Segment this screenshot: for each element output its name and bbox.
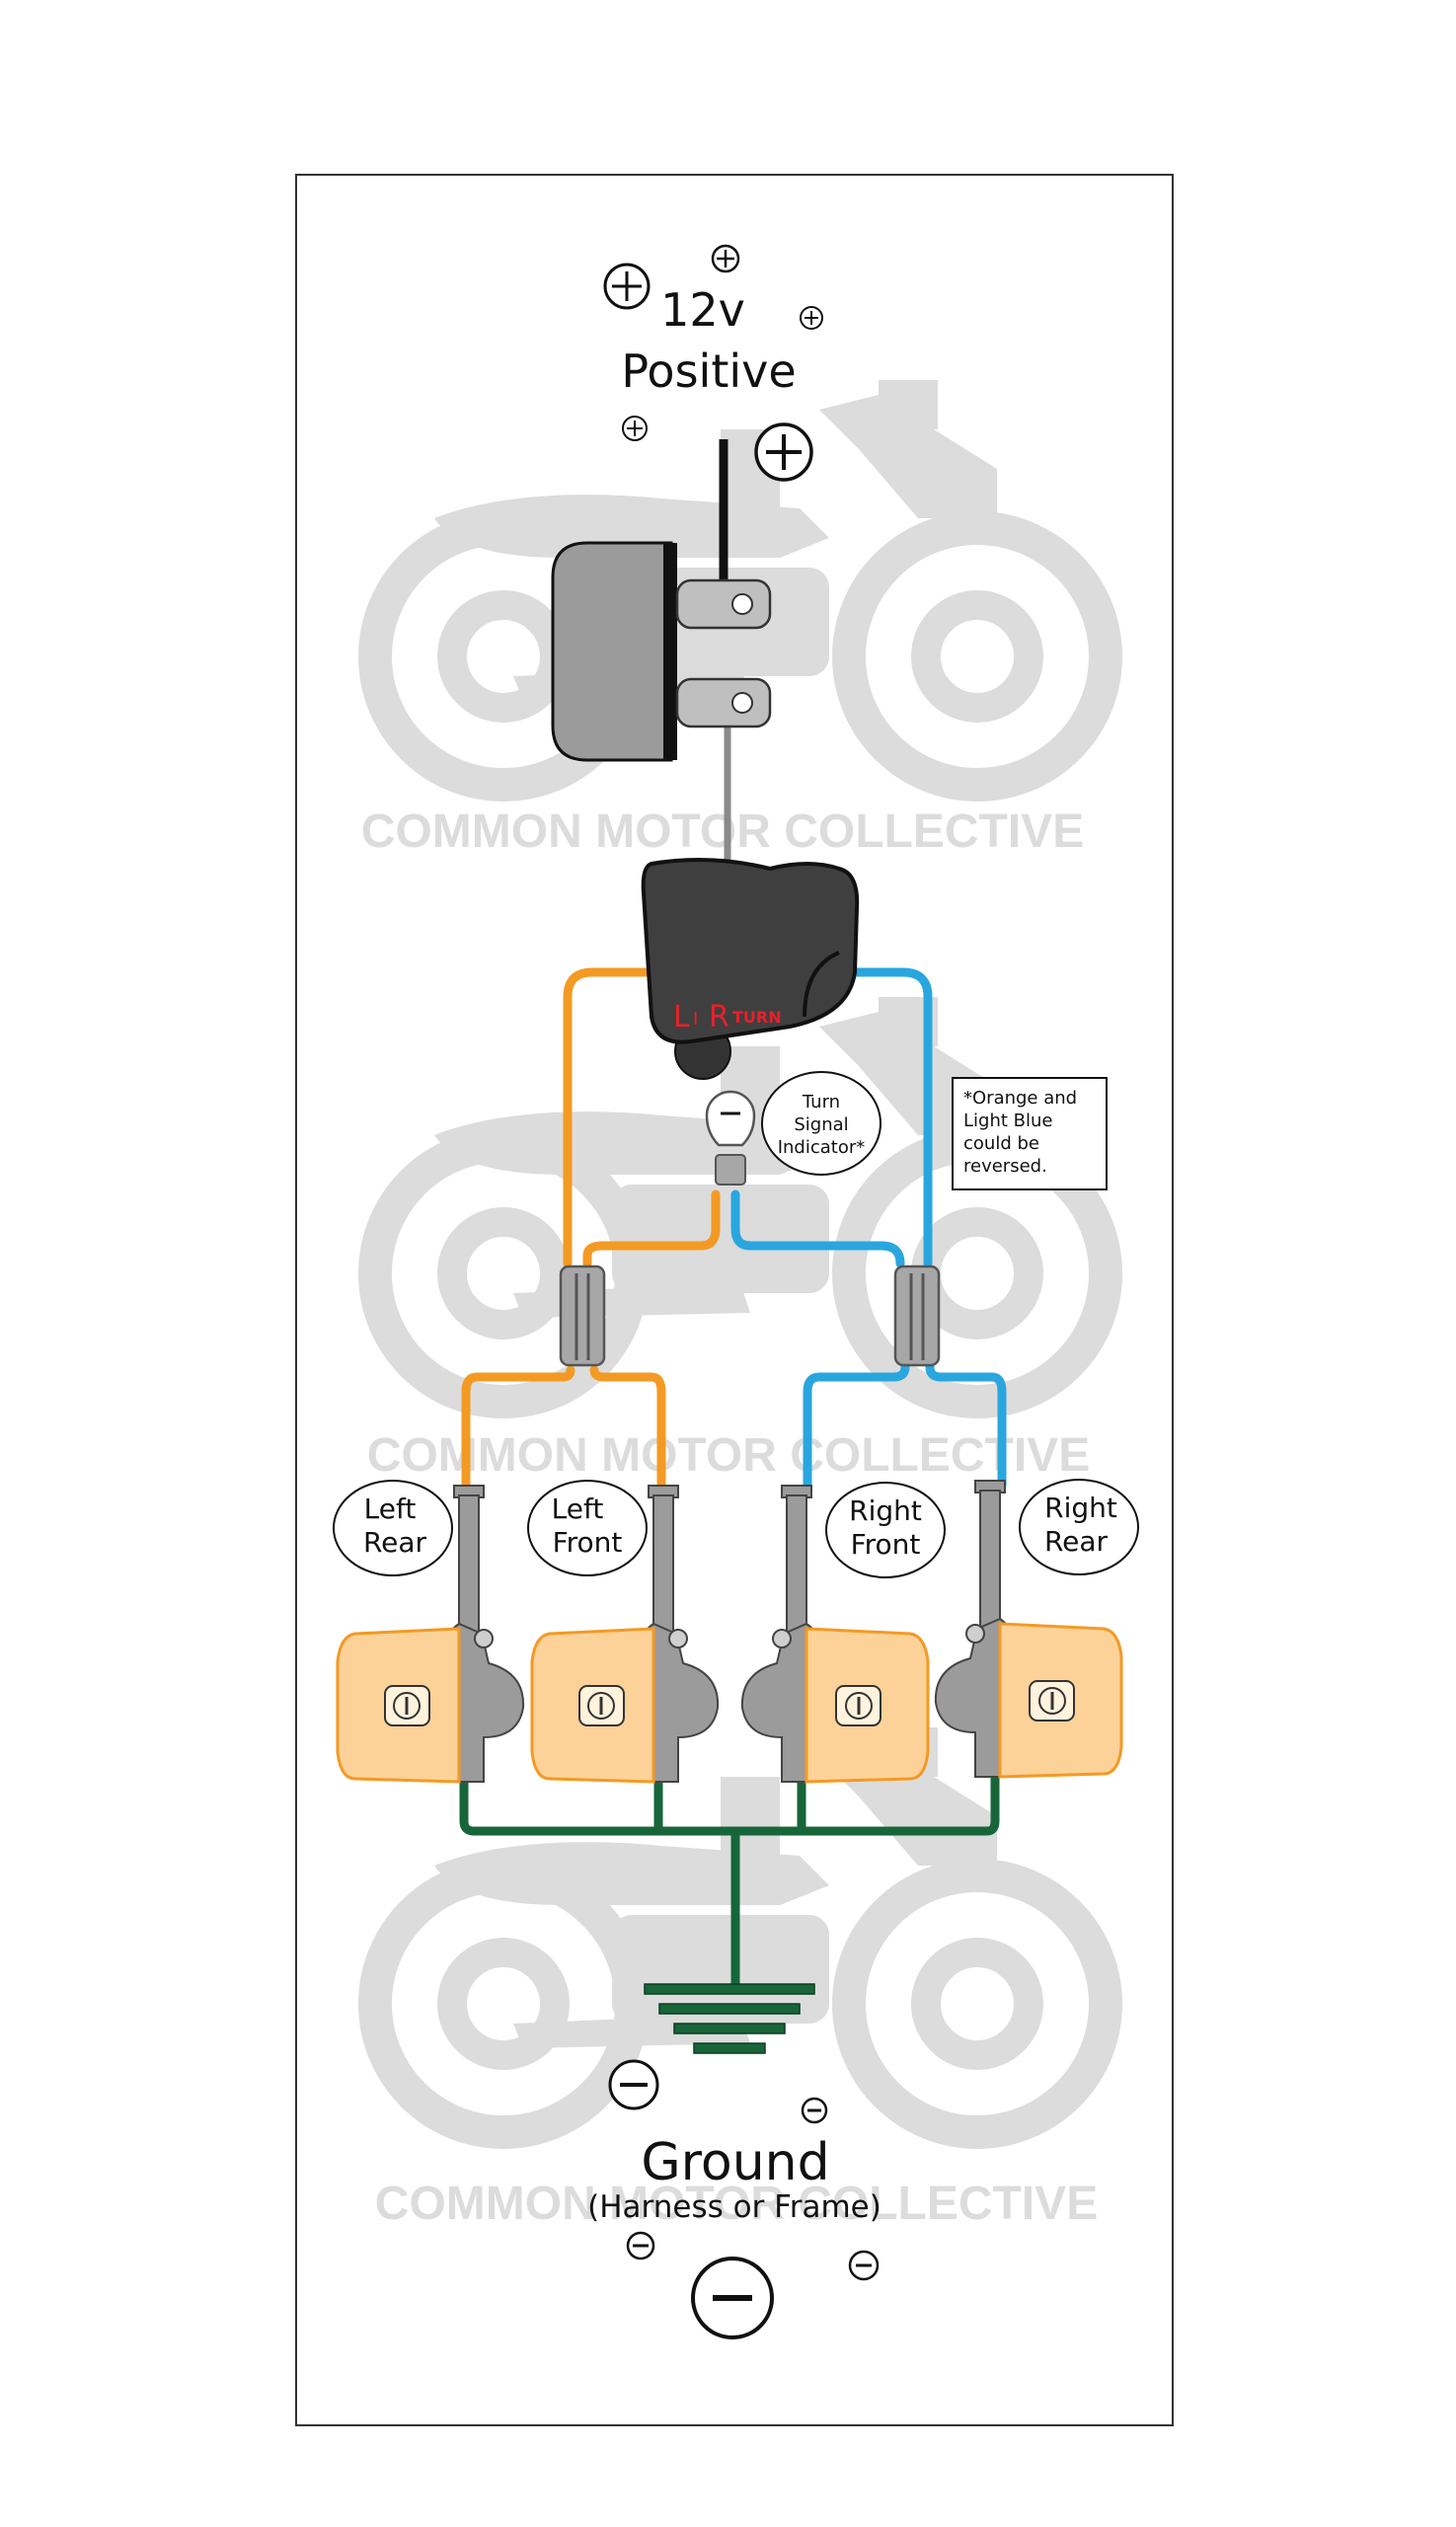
turn-lamp-left-rear [336,1485,525,1784]
note-line3: could be [963,1133,1039,1154]
switch-label-right: R [709,1000,729,1034]
indicator-label-bubble [761,1071,881,1176]
switch-label-left: L [673,1000,690,1034]
note-line4: reversed. [963,1156,1047,1177]
indicator-label-line2: Signal [794,1114,848,1135]
note-line2: Light Blue [963,1110,1052,1131]
lamp-label-right-front-line2: Front [851,1528,921,1561]
turn-lamp-left-front [530,1485,720,1784]
lamp-label-left-rear-line2: Rear [363,1526,427,1559]
plus-circle-icon [622,416,648,441]
left-turn-wire [461,967,721,1491]
plus-circle-icon [800,306,823,330]
minus-circle-icon [691,2257,774,2339]
note-box [952,1077,1108,1190]
lamp-label-bubble-right-front [825,1482,946,1578]
lamp-label-bubble-left-rear [333,1480,453,1576]
diagram-border [295,174,1174,2426]
ground-label: Ground [641,2133,829,2192]
right-turn-wire [730,967,1007,1491]
lamp-label-left-front-line2: Front [553,1526,623,1559]
note-line1: *Orange and [963,1088,1077,1109]
plus-circle-icon [754,422,813,482]
plus-circle-icon [603,263,651,310]
lamp-label-bubble-left-front [527,1480,648,1576]
ground-symbol-icon [644,1983,815,2054]
minus-circle-icon [801,2097,828,2124]
watermark-text-middle: COMMON MOTOR COLLECTIVE [367,1429,1090,1482]
lamp-label-right-rear-line2: Rear [1044,1525,1109,1558]
switch-label-turn: TURN [732,1008,782,1027]
indicator-label-line1: Turn [802,1092,840,1112]
turn-lamp-right-front [740,1485,930,1784]
indicator-label-line3: Indicator* [778,1137,866,1158]
watermark-text-bottom: COMMON MOTOR COLLECTIVE [375,2178,1098,2230]
plus-circle-icon [711,244,740,273]
lamp-label-left-front-line1: Left [552,1493,604,1525]
lamp-label-right-front-line1: Right [849,1494,922,1527]
turn-signal-switch-icon [641,858,860,1080]
minus-circle-icon [848,2250,880,2281]
lamp-label-right-rear-line1: Right [1044,1492,1117,1524]
watermark-motorcycle-middle [375,997,1106,1402]
ground-sublabel: (Harness or Frame) [587,2189,881,2225]
flasher-relay-icon [551,541,772,762]
power-label-voltage: 12v [660,283,745,337]
power-label-positive: Positive [621,345,796,398]
right-splice-connector [893,1264,941,1367]
minus-circle-icon [626,2231,655,2260]
ground-wire [459,1772,1000,1989]
minus-circle-icon [608,2059,659,2110]
lamp-label-bubble-right-rear [1019,1479,1139,1575]
watermark-text-top: COMMON MOTOR COLLECTIVE [361,805,1084,858]
indicator-bulb-icon [705,1090,756,1186]
switch-label-mid: I [693,1009,698,1030]
left-splice-connector [559,1264,606,1367]
turn-lamp-right-rear [934,1480,1123,1779]
lamp-label-left-rear-line1: Left [364,1493,417,1525]
